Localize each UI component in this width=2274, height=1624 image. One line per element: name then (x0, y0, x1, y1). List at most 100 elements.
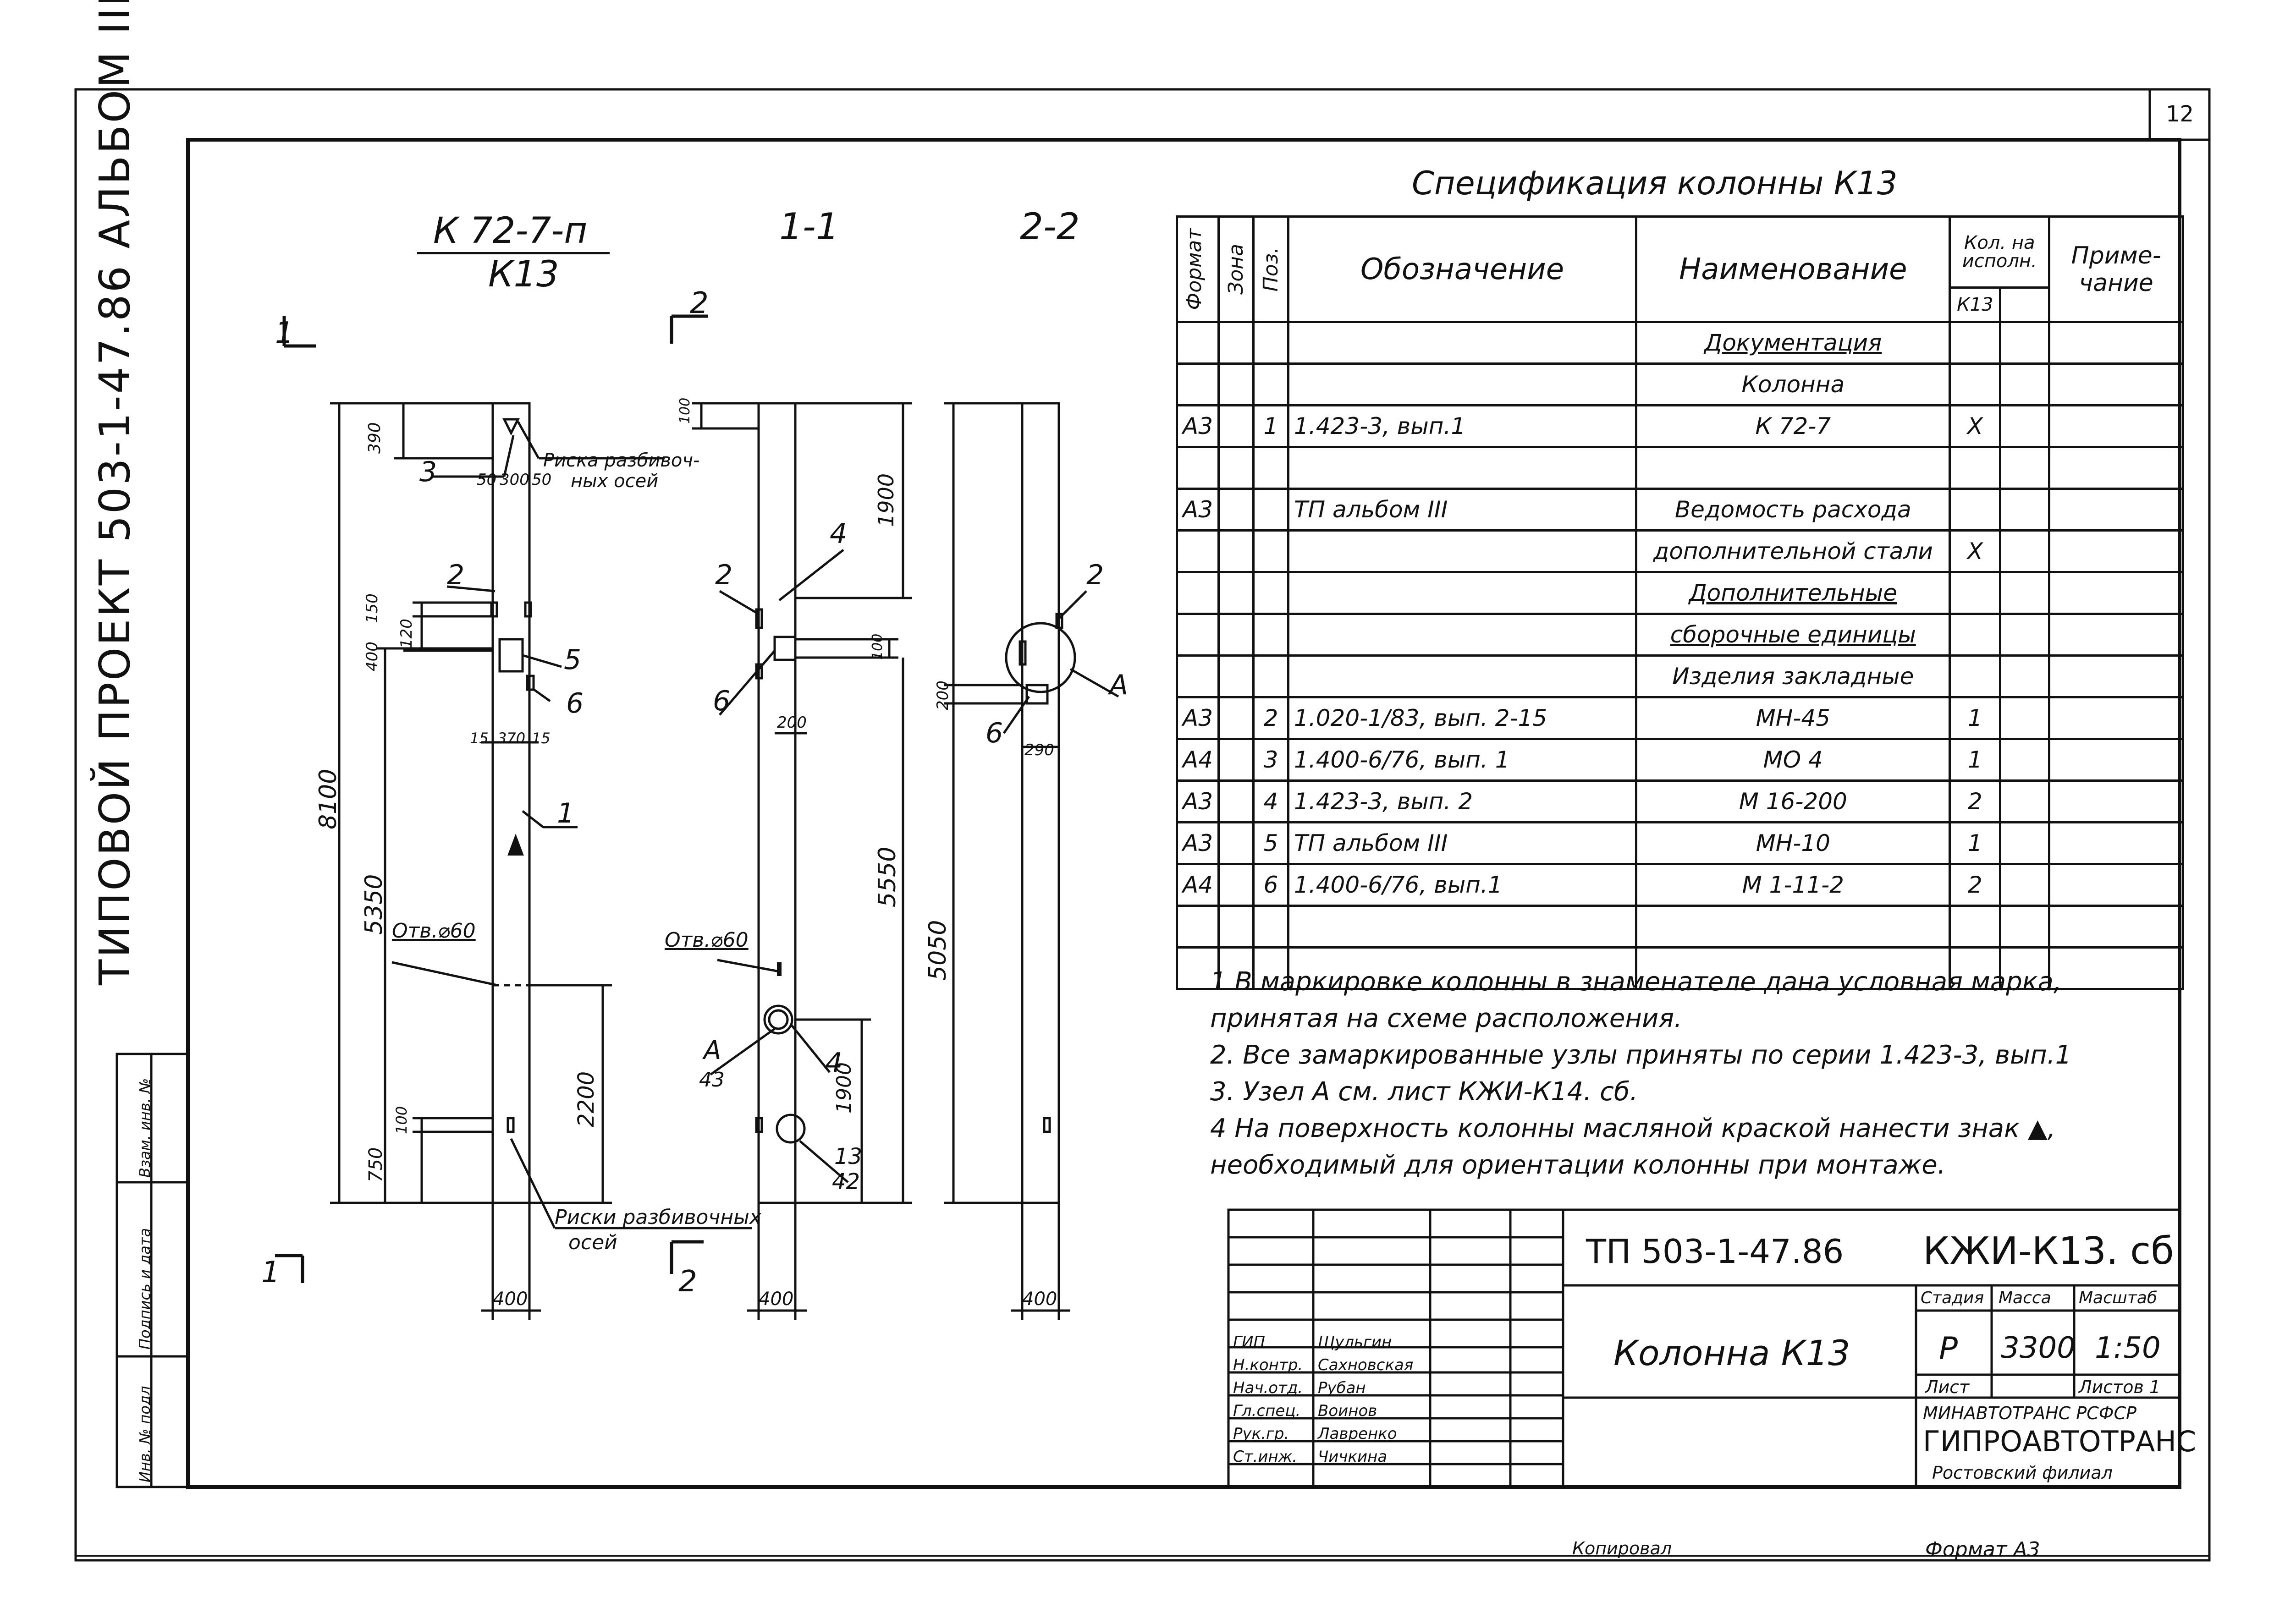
spec-cell-zone (1217, 654, 1255, 698)
tb-sheet-code: КЖИ-К13. сб (1923, 1229, 2174, 1273)
spec-row: Дополнительные (1175, 571, 2184, 615)
node-a-label: А (704, 1036, 721, 1065)
spec-cell-name (1635, 946, 1951, 990)
spec-cell-designation: ТП альбом III (1287, 488, 1638, 532)
spec-cell-qty (1949, 446, 2002, 490)
spec-cell-designation: 1.400-6/76, вып. 1 (1287, 738, 1638, 782)
spec-cell-name (1635, 446, 1951, 490)
stamp-sign-label: Подпись и дата (136, 1228, 154, 1350)
spec-cell-qty: X (1949, 404, 2002, 448)
cut-1-bottom: 1 (261, 1256, 280, 1289)
spec-cell-designation (1287, 446, 1638, 490)
dim-50a: 50 (477, 471, 497, 489)
column-section-2-2 (944, 402, 1119, 1320)
pos-6-sec2-label: 6 (986, 717, 1003, 749)
tb-person-name: Сахновская (1318, 1356, 1414, 1374)
spec-cell-empty (1999, 613, 2051, 657)
column-elevation (275, 316, 752, 1320)
dim-2200: 2200 (573, 1071, 599, 1127)
spec-cell-empty (1999, 863, 2051, 907)
note-line-5: 4 На поверхность колонны масляной краско… (1210, 1114, 2056, 1143)
spec-header-note: Приме-чание (2048, 215, 2184, 323)
dim-15a: 15 (470, 730, 489, 747)
spec-cell-pos: 6 (1252, 863, 1290, 907)
spec-table: Формат Зона Поз. Обозначение Наименовани… (1175, 215, 2184, 990)
tb-scale-label: Масштаб (2079, 1289, 2158, 1307)
spec-cell-format: А3 (1175, 779, 1220, 823)
spec-cell-format (1175, 446, 1220, 490)
spec-cell-empty (1999, 362, 2051, 406)
footer-format: Формат А3 (1925, 1538, 2040, 1561)
spec-cell-format: А4 (1175, 738, 1220, 782)
spec-cell-zone (1217, 571, 1255, 615)
tb-role: Рук.гр. (1233, 1425, 1289, 1443)
spec-cell-zone (1217, 905, 1255, 949)
spec-cell-qty (1949, 488, 2002, 532)
spec-row: сборочные единицы (1175, 613, 2184, 657)
spec-cell-note (2048, 404, 2184, 448)
cut-1-top: 1 (275, 316, 294, 350)
cut-2-top: 2 (690, 286, 709, 320)
spec-cell-format (1175, 321, 1220, 365)
spec-cell-format: А3 (1175, 696, 1220, 740)
page-number: 12 (2166, 101, 2194, 127)
spec-cell-zone (1217, 529, 1255, 573)
spec-cell-format (1175, 654, 1220, 698)
dim-50b: 50 (532, 471, 552, 489)
spec-cell-zone (1217, 738, 1255, 782)
spec-row (1175, 946, 2184, 990)
spec-cell-qty (1949, 321, 2002, 365)
pos-6-sec1-label: 6 (713, 685, 731, 717)
pos-4-sec1b-label: 4 (825, 1047, 843, 1079)
dim-750: 750 (365, 1147, 386, 1182)
spec-cell-format (1175, 613, 1220, 657)
dim-5550: 5550 (874, 846, 901, 907)
spec-cell-empty (1999, 446, 2051, 490)
dim-100b: 100 (677, 397, 693, 424)
stamp-repl-label: Взам. инв. № (136, 1078, 154, 1178)
cut-2-bottom: 2 (678, 1265, 697, 1299)
spec-cell-pos (1252, 654, 1290, 698)
spec-cell-pos (1252, 446, 1290, 490)
dim-400-w3: 400 (1022, 1289, 1057, 1310)
spec-header-qty-k13: К13 (1949, 286, 2002, 323)
column-section-1-1 (670, 314, 912, 1320)
dim-400: 400 (363, 642, 381, 671)
spec-cell-note (2048, 446, 2184, 490)
spec-cell-designation: 1.020-1/83, вып. 2-15 (1287, 696, 1638, 740)
spec-cell-qty: 2 (1949, 779, 2002, 823)
dim-400-w1: 400 (493, 1289, 528, 1310)
tb-mass-label: Масса (1999, 1289, 2051, 1307)
tb-role: Ст.инж. (1233, 1448, 1298, 1466)
dim-15b: 15 (532, 730, 551, 747)
spec-cell-format (1175, 946, 1220, 990)
spec-cell-format (1175, 571, 1220, 615)
dim-8100: 8100 (314, 768, 342, 829)
spec-cell-pos (1252, 529, 1290, 573)
pos-3-label: 3 (419, 456, 437, 488)
mark-fraction-line (417, 252, 610, 254)
risk-bottom-label-2: осей (568, 1231, 617, 1254)
tb-org-2: ГИПРОАВТОТРАНС (1923, 1425, 2197, 1458)
spec-cell-qty (1949, 362, 2002, 406)
spec-cell-empty (1999, 779, 2051, 823)
spec-cell-pos (1252, 362, 1290, 406)
spec-cell-note (2048, 362, 2184, 406)
spec-header-designation: Обозначение (1287, 215, 1638, 323)
tb-role: Гл.спец. (1233, 1402, 1301, 1420)
dim-370: 370 (497, 730, 526, 747)
spec-cell-qty (1949, 946, 2002, 990)
spec-cell-qty (1949, 613, 2002, 657)
spec-cell-designation: 1.423-3, вып.1 (1287, 404, 1638, 448)
node-a-sec2-label: А (1109, 669, 1129, 701)
spec-cell-designation (1287, 571, 1638, 615)
pos-4-sec1-label: 4 (830, 518, 848, 550)
spec-cell-qty (1949, 654, 2002, 698)
spec-cell-empty (1999, 696, 2051, 740)
spec-cell-note (2048, 738, 2184, 782)
